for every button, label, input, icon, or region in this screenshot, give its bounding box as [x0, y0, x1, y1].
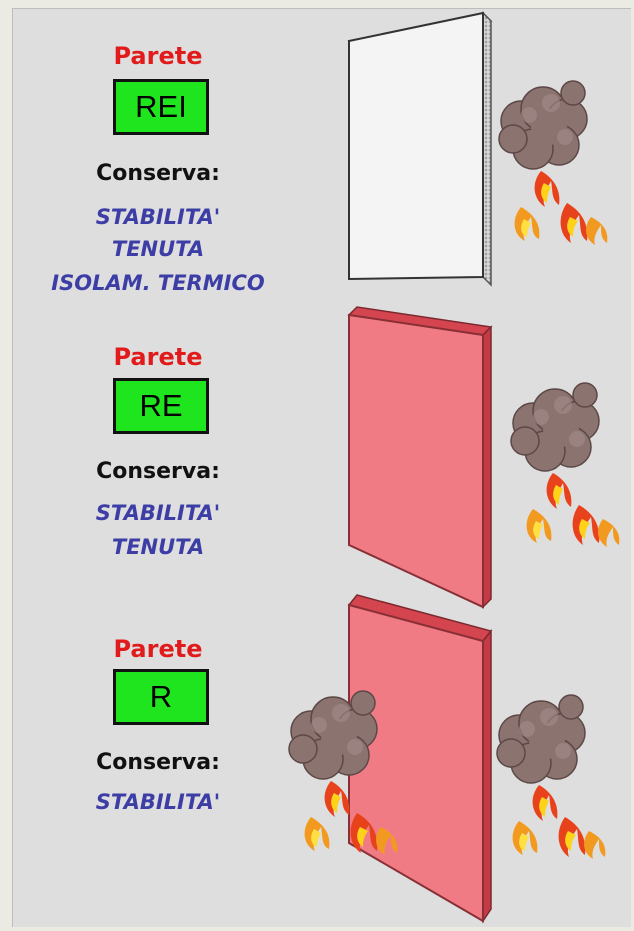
- property-stabilita: STABILITA': [95, 501, 221, 525]
- walls-artwork: [288, 11, 621, 924]
- diagram-panel: Parete REI Conserva: STABILITA' TENUTA I…: [12, 8, 631, 927]
- conserva-label: Conserva:: [96, 750, 220, 775]
- property-isolamento: ISOLAM. TERMICO: [51, 271, 265, 295]
- section-title: Parete: [113, 42, 203, 70]
- wall-re-icon: [347, 306, 493, 609]
- smoke-fire-icon: [498, 80, 609, 246]
- property-tenuta: TENUTA: [111, 535, 205, 559]
- property-stabilita: STABILITA': [95, 790, 221, 814]
- property-stabilita: STABILITA': [95, 205, 221, 229]
- code-badge-re: RE: [113, 378, 209, 434]
- smoke-fire-icon: [510, 382, 621, 548]
- conserva-label: Conserva:: [96, 161, 220, 186]
- wall-r-icon: [347, 594, 493, 924]
- section-title: Parete: [113, 343, 203, 371]
- wall-rei-icon: [347, 11, 493, 287]
- smoke-fire-icon: [496, 694, 607, 860]
- code-badge-rei: REI: [113, 79, 209, 135]
- conserva-label: Conserva:: [96, 459, 220, 484]
- section-title: Parete: [113, 635, 203, 663]
- property-tenuta: TENUTA: [111, 237, 205, 261]
- code-badge-r: R: [113, 669, 209, 725]
